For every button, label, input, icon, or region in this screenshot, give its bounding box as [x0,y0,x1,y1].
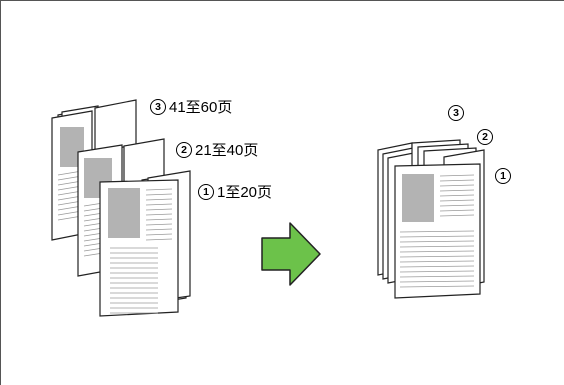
label-text: 21至40页 [195,141,259,159]
label-booklet-2-left: 2 21至40页 [176,142,258,158]
circled-number: 1 [495,168,511,184]
label-text: 1至20页 [217,183,273,201]
circled-number: 2 [477,129,493,145]
circled-number: 2 [176,142,192,158]
frame-top-border [0,0,564,1]
frame-left-border [0,0,1,385]
label-booklet-1-right: 1 [495,168,511,184]
label-booklet-3-right: 3 [448,105,464,121]
label-booklet-2-right: 2 [477,129,493,145]
combined-booklet-right [377,139,485,299]
right-arrow [261,222,321,286]
circled-number: 3 [150,99,166,115]
label-booklet-3-left: 3 41至60页 [150,99,232,115]
label-booklet-1-left: 1 1至20页 [198,184,272,200]
circled-number: 3 [448,105,464,121]
label-text: 41至60页 [169,98,233,116]
booklet-1-left [99,170,191,317]
circled-number: 1 [198,184,214,200]
